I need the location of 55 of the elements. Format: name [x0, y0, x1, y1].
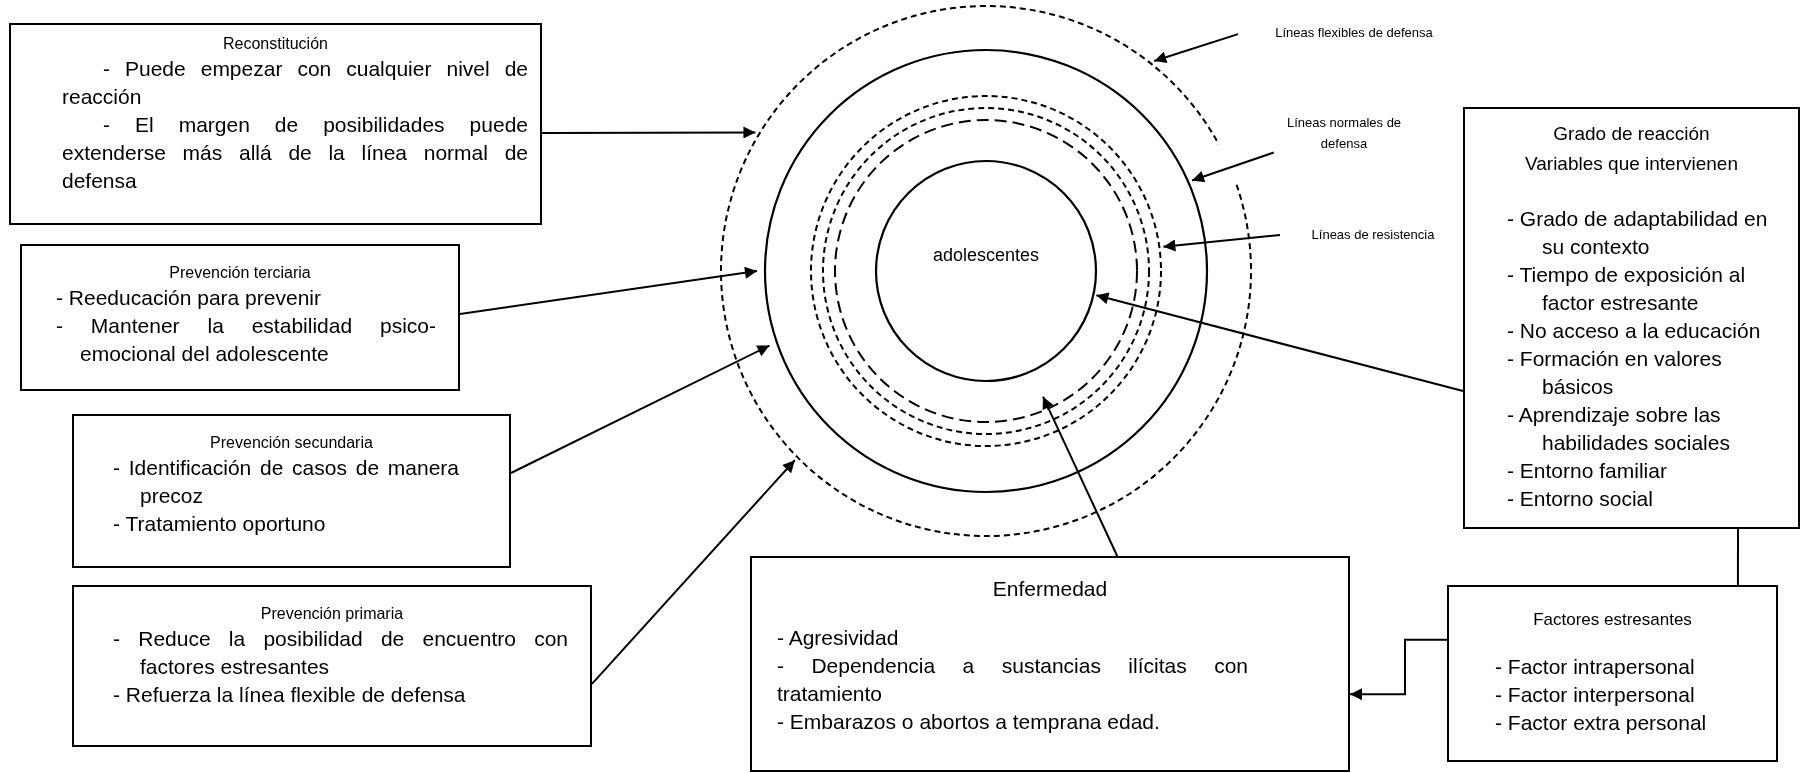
text-box	[1463, 107, 1800, 529]
arrow	[1191, 151, 1275, 183]
arrow	[1042, 395, 1119, 557]
text-box	[72, 585, 592, 747]
box-heading: Prevención terciaria	[168, 263, 312, 283]
box-heading: Reconstitución	[222, 34, 329, 54]
list-item: - Tratamiento oportuno	[112, 511, 327, 537]
list-item: - El margen de posibilidades puede extenderse más allá de la línea normal de defensa	[61, 112, 529, 194]
text-box	[20, 244, 460, 391]
arrow	[1162, 234, 1281, 252]
box-heading: Factores estresantes	[1532, 609, 1693, 631]
connector-line	[1736, 528, 1739, 586]
list-item: - Factor extra personal	[1494, 710, 1708, 736]
arrow	[1349, 638, 1448, 701]
list-item: - Agresividad	[776, 625, 900, 651]
list-item: - Tiempo de exposición al factor estresante	[1506, 262, 1747, 316]
box-heading: Prevención secundaria	[209, 433, 374, 453]
list-item: - Factor intrapersonal	[1494, 654, 1696, 680]
list-item: - Formación en valores básicos	[1506, 346, 1723, 400]
arrow	[591, 459, 796, 685]
list-item: - Aprendizaje sobre las habilidades sociales	[1506, 402, 1731, 456]
list-item: - Dependencia a sustancias ilícitas con tratamiento	[776, 653, 1249, 707]
circle-label: adolescentes	[931, 245, 1041, 266]
annotation-label: Líneas de resistencia	[1280, 224, 1466, 246]
box-heading: Enfermedad	[991, 578, 1109, 600]
list-item: - Entorno social	[1506, 486, 1654, 512]
list-item: - Identificación de casos de manera precoz	[112, 455, 460, 509]
text-box	[9, 23, 542, 225]
dashed-rings	[811, 96, 1161, 446]
text-box	[72, 414, 511, 568]
arrow	[459, 266, 758, 315]
circle-node	[876, 161, 1096, 381]
dashed-ring	[721, 6, 1251, 536]
list-item: - Reeducación para prevenir	[55, 285, 322, 311]
list-item: - Puede empezar con cualquier nivel de reacción	[61, 56, 529, 110]
annotation-label: Líneas flexibles de defensa	[1238, 22, 1470, 44]
arrow	[1095, 292, 1464, 392]
arrow	[541, 126, 757, 139]
annotation-label: Líneas normales de defensa	[1266, 112, 1422, 156]
list-item: - Mantener la estabilidad psico-emocional del adolescente	[55, 313, 437, 367]
ring	[765, 50, 1207, 492]
text-box	[750, 556, 1350, 772]
box-heading: Grado de reacción	[1552, 122, 1711, 146]
box-heading: Variables que intervienen	[1524, 152, 1739, 176]
list-item: - Factor interpersonal	[1494, 682, 1696, 708]
arrow	[1153, 33, 1239, 64]
list-item: - Reduce la posibilidad de encuentro con factores estresantes	[112, 626, 569, 680]
list-item: - No acceso a la educación	[1506, 318, 1762, 344]
list-item: - Grado de adaptabilidad en su contexto	[1506, 206, 1769, 260]
list-item: - Embarazos o abortos a temprana edad.	[776, 709, 1161, 735]
arrow	[510, 344, 771, 474]
text-box	[1447, 585, 1778, 762]
box-heading: Prevención primaria	[259, 604, 405, 624]
list-item: - Refuerza la línea flexible de defensa	[112, 682, 467, 708]
list-item: - Entorno familiar	[1506, 458, 1668, 484]
